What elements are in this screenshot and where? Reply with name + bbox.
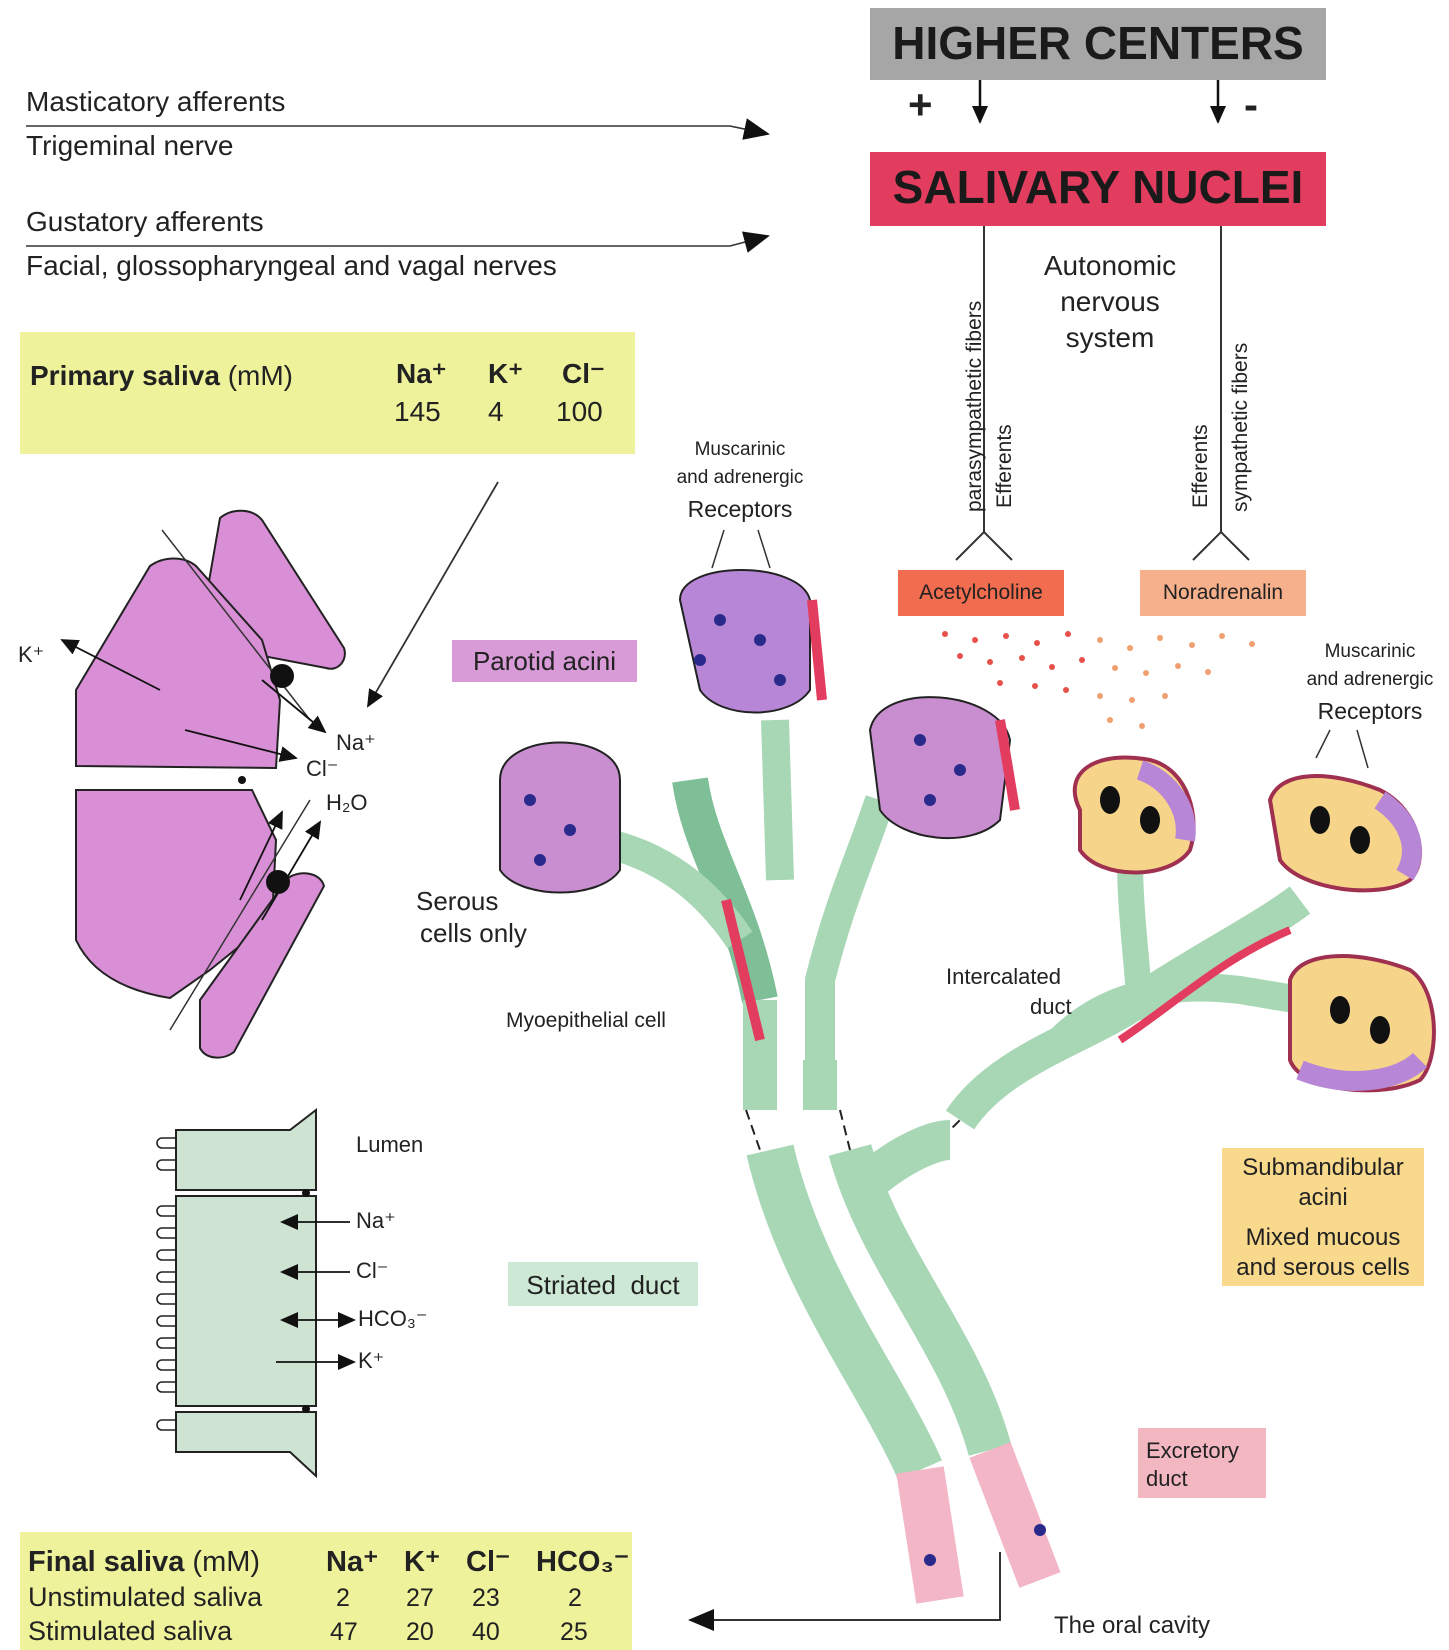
primary-k-value: 4: [488, 398, 504, 426]
intercalated-label-2: duct: [1030, 996, 1072, 1018]
acinar-cell-diagram: [62, 482, 498, 1058]
gustatory-afferents-label: Gustatory afferents: [26, 208, 264, 236]
final-k-header: K⁺: [404, 1548, 440, 1577]
mixed-cells-label-2: and serous cells: [1222, 1256, 1424, 1280]
unstimulated-cl: 23: [472, 1586, 500, 1611]
excretory-duct-label-1: Excretory: [1146, 1440, 1239, 1462]
final-cl-header: Cl⁻: [466, 1548, 510, 1577]
left-receptors-label-2: and adrenergic: [660, 468, 820, 487]
duct-lumen-label: Lumen: [356, 1134, 423, 1156]
excretory-duct-label-2: duct: [1146, 1468, 1188, 1490]
stimulated-k: 20: [406, 1620, 434, 1645]
stimulated-hco3: 25: [560, 1620, 588, 1645]
primary-saliva-box: [20, 332, 635, 454]
final-saliva-unit: (mM): [192, 1546, 260, 1578]
final-na-header: Na⁺: [326, 1548, 378, 1577]
efferents-right-label: Efferents: [1190, 424, 1211, 508]
acinar-k-label: K⁺: [18, 644, 44, 666]
right-receptors-label-1: Muscarinic: [1290, 642, 1449, 661]
unstimulated-k: 27: [406, 1586, 434, 1611]
striated-duct-label: Striated duct: [508, 1272, 698, 1298]
duct-cl-label: Cl⁻: [356, 1260, 388, 1282]
autonomic-label-3: system: [1010, 324, 1210, 352]
unstimulated-row-label: Unstimulated saliva: [28, 1584, 262, 1611]
stimulated-cl: 40: [472, 1620, 500, 1645]
primary-k-header: K⁺: [488, 360, 523, 388]
higher-centers-title: HIGHER CENTERS: [876, 20, 1320, 66]
acinar-cl-label: Cl⁻: [306, 758, 338, 780]
final-hco3-header: HCO₃⁻: [536, 1548, 629, 1577]
serous-label-1: Serous: [416, 888, 498, 914]
primary-cl-value: 100: [556, 398, 603, 426]
unstimulated-na: 2: [336, 1586, 350, 1611]
acinar-na-label: Na⁺: [336, 732, 376, 754]
primary-saliva-heading: Primary saliva: [30, 360, 220, 391]
submandibular-label-2: acini: [1222, 1186, 1424, 1210]
serous-label-2: cells only: [420, 920, 527, 946]
mixed-cells-label-1: Mixed mucous: [1222, 1226, 1424, 1250]
higher-centers-plus: +: [908, 84, 933, 126]
duct-cell-diagram: [157, 1110, 354, 1476]
duct-k-label: K⁺: [358, 1350, 384, 1372]
autonomic-label-2: nervous: [1010, 288, 1210, 316]
acinar-h2o-label: H₂O: [326, 792, 368, 814]
parasympathetic-fork: [956, 532, 1012, 560]
right-receptor-lines: [1316, 730, 1368, 768]
final-saliva-title: Final saliva (mM): [28, 1548, 260, 1577]
trigeminal-nerve-label: Trigeminal nerve: [26, 132, 233, 160]
stimulated-na: 47: [330, 1620, 358, 1645]
left-receptors-label-3: Receptors: [660, 498, 820, 521]
final-saliva-heading: Final saliva: [28, 1546, 184, 1578]
masticatory-afferents-label: Masticatory afferents: [26, 88, 285, 116]
duct-na-label: Na⁺: [356, 1210, 396, 1232]
efferents-left-label: Efferents: [994, 424, 1015, 508]
right-receptors-label-3: Receptors: [1290, 700, 1449, 723]
unstimulated-hco3: 2: [568, 1586, 582, 1611]
duct-hco3-label: HCO₃⁻: [358, 1308, 427, 1330]
primary-na-header: Na⁺: [396, 360, 447, 388]
primary-saliva-unit: (mM): [228, 360, 293, 391]
left-receptor-lines: [712, 530, 770, 568]
autonomic-label-1: Autonomic: [1010, 252, 1210, 280]
acetylcholine-label: Acetylcholine: [898, 582, 1064, 603]
salivary-nuclei-title: SALIVARY NUCLEI: [876, 164, 1320, 210]
intercalated-label-1: Intercalated: [946, 966, 1061, 988]
myoepithelial-label: Myoepithelial cell: [506, 1010, 666, 1031]
cranial-nerve-arrow: [26, 236, 768, 246]
noradrenalin-label: Noradrenalin: [1140, 582, 1306, 603]
primary-na-value: 145: [394, 398, 441, 426]
sympathetic-fork: [1193, 532, 1249, 560]
sympathetic-fibers-label: sympathetic fibers: [1230, 343, 1251, 512]
cranial-nerves-label: Facial, glossopharyngeal and vagal nerve…: [26, 252, 557, 280]
left-receptors-label-1: Muscarinic: [660, 440, 820, 459]
submandibular-label-1: Submandibular: [1222, 1156, 1424, 1180]
stimulated-row-label: Stimulated saliva: [28, 1618, 232, 1645]
right-receptors-label-2: and adrenergic: [1290, 670, 1449, 689]
parotid-acini-label: Parotid acini: [452, 648, 637, 674]
parasympathetic-fibers-label: parasympathetic fibers: [964, 301, 985, 512]
primary-saliva-title: Primary saliva (mM): [30, 362, 293, 390]
primary-cl-header: Cl⁻: [562, 360, 605, 388]
parotid-gland: [500, 570, 1046, 1600]
higher-centers-minus: -: [1244, 84, 1258, 126]
oral-cavity-label: The oral cavity: [1054, 1614, 1210, 1638]
